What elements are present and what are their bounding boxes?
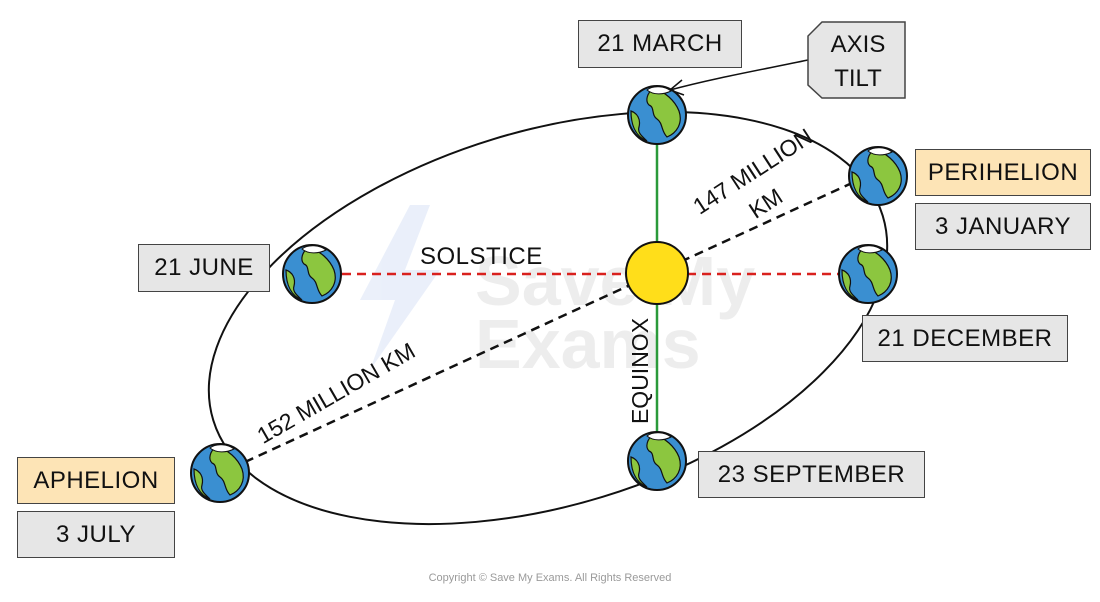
earth-june-icon (282, 244, 342, 304)
distance-far-label: 152 MILLION KM (253, 337, 420, 448)
orbit-path (207, 110, 889, 526)
earth-perihelion-icon (848, 146, 908, 206)
axis-tilt-arrow (669, 59, 809, 91)
copyright-text: Copyright © Save My Exams. All Rights Re… (428, 572, 672, 584)
july-label: 3 JULY (17, 511, 175, 558)
earth-march-icon (627, 85, 687, 145)
axis-tilt-tag (807, 21, 906, 99)
earth-aphelion-icon (190, 443, 250, 503)
june-label: 21 JUNE (138, 244, 270, 292)
earth-group (190, 85, 908, 503)
axis-tilt-line2: TILT (834, 65, 882, 92)
watermark: Save My Exams (360, 205, 755, 383)
axis-tilt-line1: AXIS (831, 31, 886, 58)
december-label: 21 DECEMBER (862, 315, 1068, 362)
watermark-line2: Exams (475, 305, 701, 383)
earth-september-icon (627, 431, 687, 491)
perihelion-label: PERIHELION (915, 149, 1091, 196)
watermark-bolt-icon (360, 205, 440, 370)
march-label: 21 MARCH (578, 20, 742, 68)
aphelion-label: APHELION (17, 457, 175, 504)
equinox-label: EQUINOX (627, 318, 653, 424)
distance-near-line2: KM (744, 183, 787, 224)
apsides-line (244, 181, 853, 464)
earth-december-icon (838, 244, 898, 304)
sun (625, 241, 689, 305)
january-label: 3 JANUARY (915, 203, 1091, 250)
watermark-line1: Save My (475, 242, 755, 320)
solstice-label: SOLSTICE (420, 243, 543, 270)
september-label: 23 SEPTEMBER (698, 451, 925, 498)
